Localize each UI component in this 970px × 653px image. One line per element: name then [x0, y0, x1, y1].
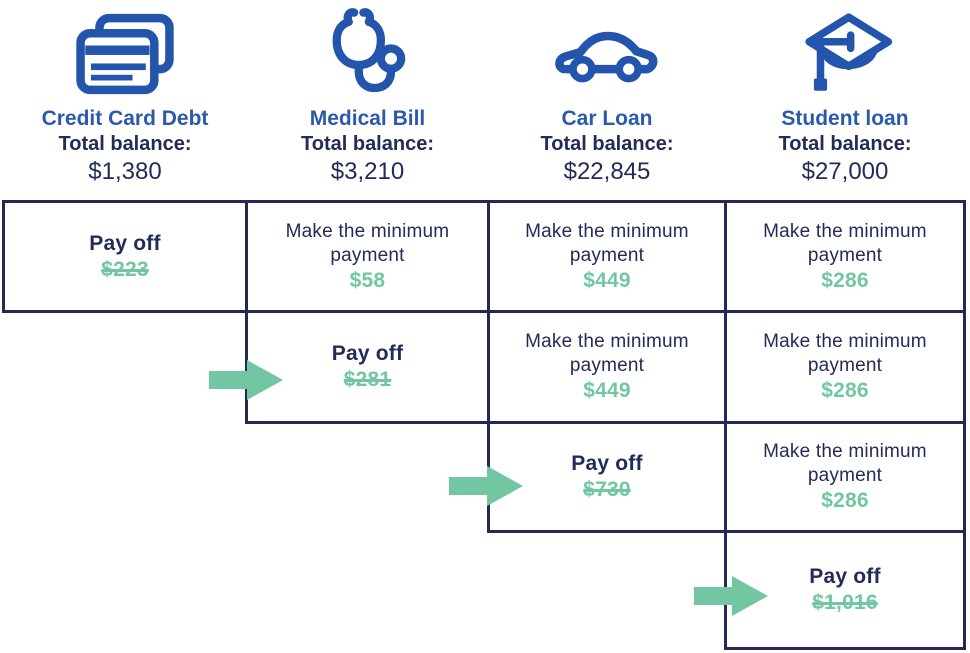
debt-title: Medical Bill	[309, 107, 426, 130]
payoff-amount: $1,016	[812, 591, 878, 614]
payoff-label: Pay off	[331, 342, 404, 365]
minimum-payment-amount: $58	[349, 268, 386, 292]
minimum-payment-amount: $286	[821, 489, 869, 512]
total-balance-label: Total balance:	[540, 133, 674, 155]
total-balance-value: $3,210	[330, 158, 405, 185]
total-balance-value: $27,000	[801, 158, 889, 185]
total-balance-label: Total balance:	[301, 133, 434, 155]
minimum-payment-amount: $286	[821, 379, 869, 402]
minimum-payment-label: Make the minimum payment	[763, 220, 927, 266]
payoff-label: Pay off	[89, 231, 161, 255]
debt-column-car-loan: Car Loan Total balance: $22,845	[487, 2, 727, 200]
payoff-amount: $730	[583, 478, 631, 501]
total-balance-label: Total balance:	[58, 133, 192, 155]
minimum-payment-cell: Make the minimum payment $449	[487, 310, 727, 424]
payoff-label: Pay off	[571, 452, 643, 475]
minimum-payment-amount: $286	[821, 268, 869, 292]
minimum-payment-cell: Make the minimum payment $286	[724, 200, 966, 313]
minimum-payment-label: Make the minimum payment	[525, 220, 689, 266]
debt-title: Car Loan	[561, 107, 653, 130]
arrow-right-icon	[449, 466, 523, 506]
minimum-payment-cell: Make the minimum payment $58	[245, 200, 490, 313]
credit-card-icon	[2, 2, 248, 106]
total-balance-value: $1,380	[88, 158, 162, 185]
debt-title: Credit Card Debt	[41, 107, 209, 130]
minimum-payment-amount: $449	[583, 268, 631, 292]
total-balance-label: Total balance:	[778, 133, 912, 155]
minimum-payment-cell: Make the minimum payment $286	[724, 310, 966, 424]
payoff-cell-medical-bill: Pay off $281	[245, 310, 490, 424]
graduation-cap-icon	[724, 2, 966, 106]
car-icon	[487, 2, 727, 106]
total-balance-value: $22,845	[563, 158, 651, 185]
minimum-payment-cell: Make the minimum payment $286	[724, 421, 966, 533]
debt-title: Student loan	[781, 107, 909, 130]
payoff-cell-car-loan: Pay off $730	[487, 421, 727, 533]
minimum-payment-label: Make the minimum payment	[285, 220, 450, 266]
arrow-right-icon	[209, 360, 283, 400]
payoff-label: Pay off	[809, 565, 881, 588]
minimum-payment-label: Make the minimum payment	[763, 331, 927, 376]
minimum-payment-label: Make the minimum payment	[525, 331, 689, 376]
payoff-cell-credit-card: Pay off $223	[2, 200, 248, 313]
minimum-payment-label: Make the minimum payment	[763, 441, 927, 486]
payoff-amount: $223	[101, 257, 149, 281]
minimum-payment-cell: Make the minimum payment $449	[487, 200, 727, 313]
debt-column-credit-card: Credit Card Debt Total balance: $1,380	[2, 2, 248, 200]
debt-column-medical-bill: Medical Bill Total balance: $3,210	[245, 2, 490, 200]
debt-column-student-loan: Student loan Total balance: $27,000	[724, 2, 966, 200]
payoff-amount: $281	[343, 368, 392, 391]
minimum-payment-amount: $449	[583, 379, 631, 402]
stethoscope-icon	[245, 2, 490, 106]
payoff-cell-student-loan: Pay off $1,016	[724, 530, 966, 650]
arrow-right-icon	[694, 576, 768, 616]
